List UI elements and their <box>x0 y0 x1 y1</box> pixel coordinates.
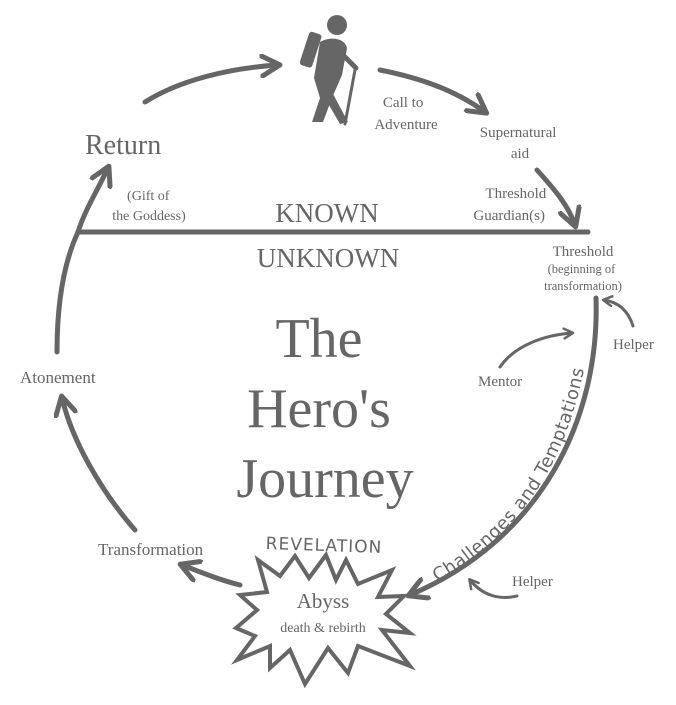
stage-supernatural-aid: Supernatural aid <box>480 125 560 162</box>
mentor-label: Mentor <box>478 374 522 390</box>
arc-atonement-up <box>62 398 138 533</box>
arc-aid-to-threshold <box>534 167 575 225</box>
revelation-label: REVELATION <box>265 534 382 558</box>
known-label: KNOWN <box>275 198 378 228</box>
stage-threshold-guardians: Threshold Guardian(s) <box>473 186 550 224</box>
helper-top-label: Helper <box>613 337 654 353</box>
arc-abyss-to-transformation <box>182 565 243 588</box>
unknown-label: UNKNOWN <box>257 243 399 273</box>
abyss-sub-label: death & rebirth <box>280 621 366 636</box>
abyss-starburst <box>230 550 417 689</box>
stage-atonement: Atonement <box>20 368 96 387</box>
stage-return: Return <box>85 130 161 161</box>
arc-challenges <box>410 295 599 595</box>
helper-bottom-arrow <box>470 580 519 599</box>
helper-top-arrow <box>604 300 635 328</box>
abyss-label: Abyss <box>297 589 350 613</box>
stage-call-to-adventure: Call to Adventure <box>374 95 438 133</box>
stage-gift-of-goddess: (Gift of the Goddess) <box>112 189 186 224</box>
mentor-arrow <box>498 333 572 369</box>
arc-top-to-aid <box>377 67 485 112</box>
stage-transformation: Transformation <box>98 540 204 559</box>
arc-left-upper <box>54 168 108 355</box>
stage-threshold-sub: (beginning of transformation) <box>544 262 622 293</box>
arc-return-to-top <box>142 65 278 105</box>
diagram-title: The Hero's Journey <box>236 308 413 510</box>
stage-threshold: Threshold <box>553 244 614 260</box>
helper-bottom-label: Helper <box>512 574 553 590</box>
challenges-label: Challenges and Temptations <box>429 365 589 586</box>
hiker-icon <box>299 15 359 126</box>
